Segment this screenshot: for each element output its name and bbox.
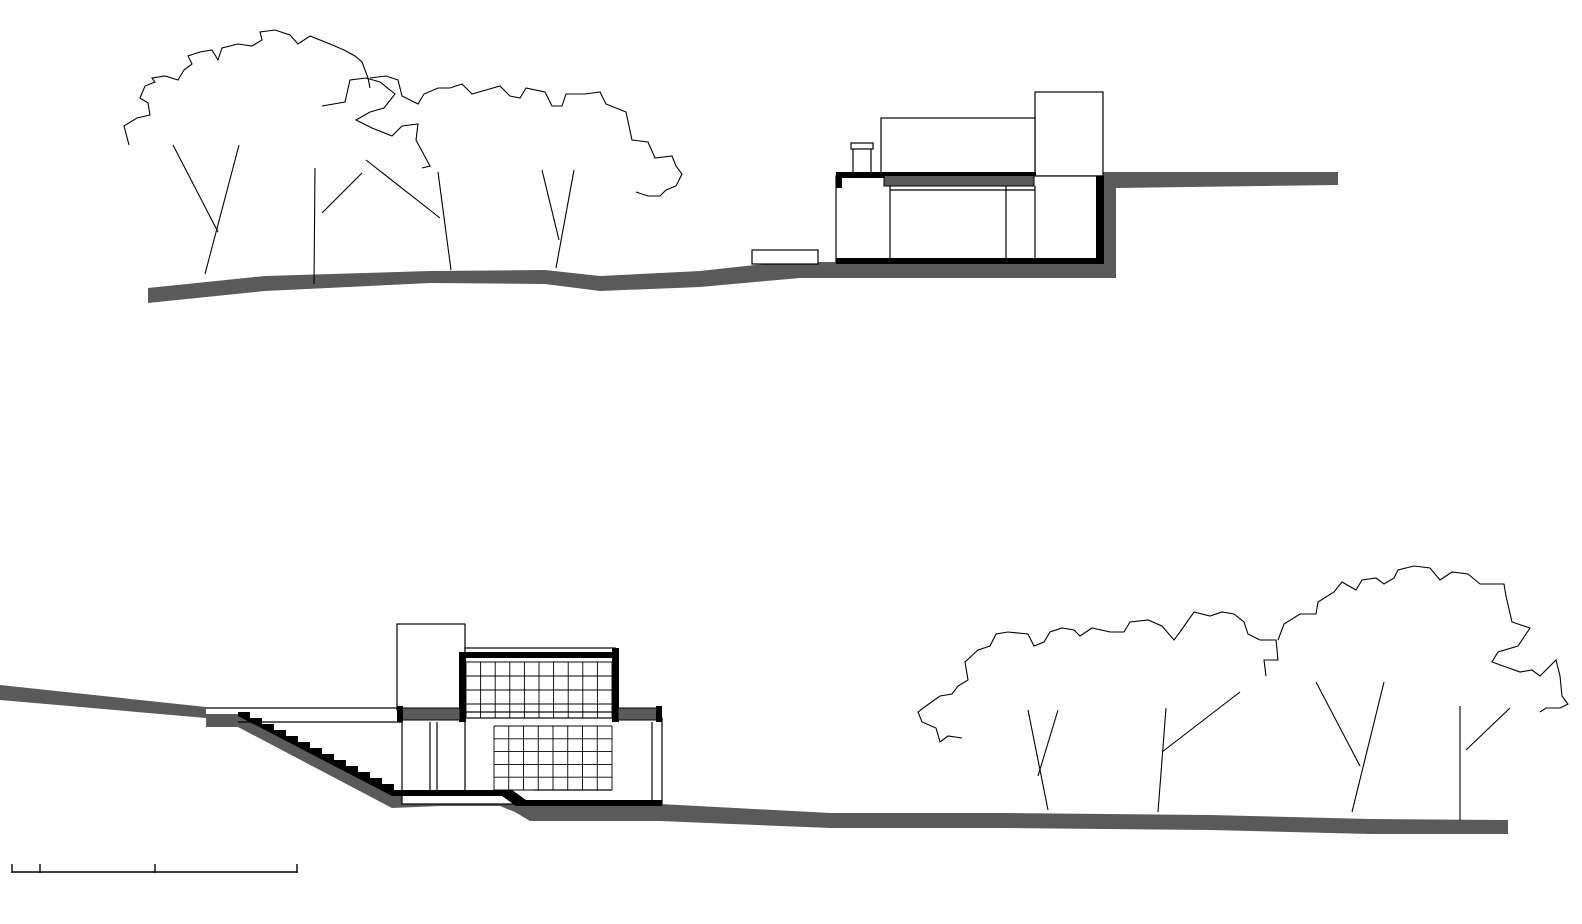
upper-roof-slab-left bbox=[836, 172, 888, 178]
lower-upper-wall-right bbox=[612, 648, 619, 722]
upper-tree-canopy-3 bbox=[369, 75, 683, 197]
lower-glazing-upper bbox=[465, 661, 613, 719]
upper-trunk-2 bbox=[313, 167, 316, 285]
upper-ground bbox=[148, 172, 1338, 303]
lower-tree-canopy-1 bbox=[917, 611, 1279, 743]
upper-ground-floor bbox=[835, 175, 1103, 263]
lower-floor-slab-2 bbox=[522, 800, 662, 806]
lower-trunk-1b bbox=[1037, 709, 1059, 777]
lower-glazing-lower bbox=[493, 725, 613, 791]
upper-trunk-4a bbox=[541, 169, 560, 241]
lower-tall-volume bbox=[396, 623, 466, 711]
lower-house bbox=[392, 623, 663, 806]
upper-roof-slab-edge bbox=[884, 172, 1036, 176]
upper-trees bbox=[123, 29, 683, 285]
upper-trunk-1b bbox=[204, 144, 240, 275]
lower-upper-wall-left bbox=[459, 652, 466, 722]
lower-trunk-3b bbox=[1351, 681, 1385, 813]
upper-chimney bbox=[852, 145, 872, 177]
lower-trunk-2 bbox=[1157, 707, 1167, 813]
upper-chimney-cap bbox=[850, 142, 874, 150]
upper-tree-canopy-1 bbox=[123, 29, 371, 146]
upper-branch-2 bbox=[321, 172, 363, 214]
lower-roof-slab-right-edge bbox=[656, 706, 662, 722]
upper-section bbox=[123, 29, 1338, 303]
lower-trunk-1a bbox=[1027, 709, 1049, 811]
lower-roof-slab-left-edge bbox=[397, 706, 403, 722]
upper-left-end bbox=[836, 172, 842, 188]
lower-branch-2 bbox=[1161, 691, 1241, 753]
upper-house bbox=[835, 91, 1104, 264]
upper-trunk-3b bbox=[437, 171, 452, 271]
lower-roof-slab-right bbox=[617, 707, 661, 721]
upper-retaining-wall bbox=[1096, 176, 1104, 264]
lower-trees bbox=[917, 565, 1569, 820]
lower-floor-step bbox=[498, 790, 526, 806]
upper-tall-volume bbox=[1034, 91, 1104, 177]
lower-stair bbox=[238, 712, 394, 796]
upper-trunk-1a bbox=[172, 144, 219, 233]
upper-floor-slab bbox=[836, 258, 1104, 264]
upper-trunk-4b bbox=[555, 169, 575, 269]
scale-bar bbox=[11, 864, 298, 873]
lower-section bbox=[0, 565, 1569, 834]
upper-low-wall bbox=[751, 249, 819, 265]
lower-floor-slab bbox=[392, 790, 502, 796]
lower-tree-canopy-2 bbox=[1277, 565, 1569, 713]
lower-ground bbox=[0, 685, 1508, 834]
lower-branch-4 bbox=[1465, 707, 1511, 751]
lower-trunk-3a bbox=[1315, 681, 1361, 767]
upper-tree-canopy-2 bbox=[321, 77, 431, 169]
upper-mid-volume bbox=[880, 117, 1036, 177]
lower-upper-roof bbox=[459, 652, 619, 658]
upper-trunk-3a bbox=[365, 159, 441, 219]
lower-roof-slab-left bbox=[399, 707, 461, 721]
